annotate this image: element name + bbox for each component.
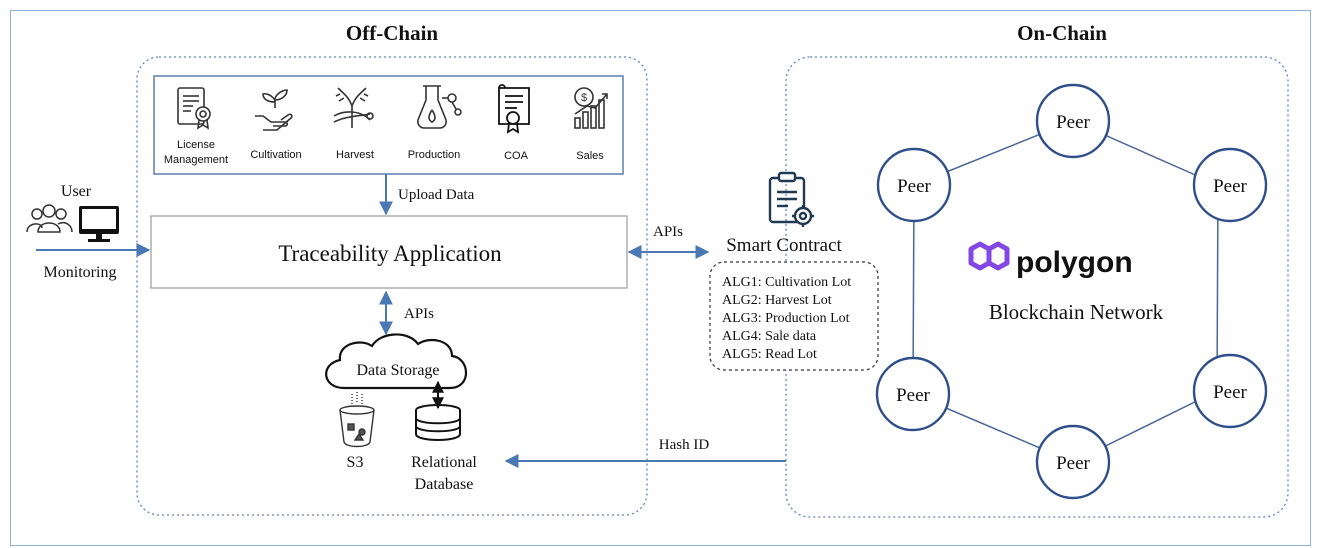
- cloud-icon: [325, 333, 467, 390]
- network-title: Blockchain Network: [989, 300, 1164, 324]
- algorithm-item: ALG5: Read Lot: [722, 347, 817, 362]
- algorithm-item: ALG4: Sale data: [722, 329, 817, 344]
- peer-label: Peer: [1056, 453, 1090, 474]
- peer-node: Peer: [875, 356, 951, 432]
- monitoring-label: Monitoring: [44, 264, 117, 281]
- algorithm-item: ALG3: Production Lot: [722, 311, 850, 326]
- monitor-icon: [79, 206, 119, 242]
- module-label: Management: [164, 154, 228, 166]
- sales-icon: $: [574, 87, 608, 129]
- peer-label: Peer: [896, 385, 930, 406]
- off-chain-heading: Off-Chain: [346, 21, 438, 45]
- db-label: Relational: [411, 454, 477, 471]
- off-chain-container: [136, 56, 648, 516]
- s3-label: S3: [347, 454, 364, 471]
- license-icon: [177, 87, 211, 130]
- s3-bucket-icon: [339, 392, 375, 448]
- peer-node: Peer: [1192, 353, 1268, 429]
- db-label: Database: [415, 476, 474, 493]
- peer-label: Peer: [1213, 176, 1247, 197]
- harvest-icon: [333, 87, 374, 128]
- peer-label: Peer: [1056, 112, 1090, 133]
- peer-node: Peer: [876, 147, 952, 223]
- module-label: Production: [408, 149, 461, 161]
- cultivation-icon: [255, 89, 293, 131]
- peer-node: Peer: [1035, 424, 1111, 500]
- hash-id-label: Hash ID: [659, 437, 710, 453]
- app-title: Traceability Application: [278, 241, 502, 266]
- module-label: COA: [504, 150, 529, 162]
- smart-contract-icon: [768, 171, 814, 227]
- algorithms-box: [709, 261, 879, 371]
- upload-label: Upload Data: [398, 187, 475, 203]
- apis-storage-label: APIs: [404, 306, 434, 322]
- polygon-logo-icon: [968, 241, 1010, 271]
- storage-title: Data Storage: [356, 362, 439, 379]
- module-label: Sales: [576, 150, 604, 162]
- module-label: Harvest: [336, 149, 374, 161]
- algorithm-item: ALG2: Harvest Lot: [722, 293, 832, 308]
- modules-box: [153, 75, 624, 175]
- peer-node: Peer: [1192, 147, 1268, 223]
- users-icon: [26, 204, 73, 233]
- traceability-app-box: [150, 215, 628, 289]
- module-label: Cultivation: [250, 149, 301, 161]
- module-label: License: [177, 139, 215, 151]
- network-edges: [912, 120, 1219, 463]
- database-icon: [415, 404, 461, 441]
- apis-contract-label: APIs: [653, 224, 683, 240]
- on-chain-heading: On-Chain: [1017, 21, 1107, 45]
- production-icon: [417, 85, 462, 129]
- user-label: User: [61, 183, 92, 200]
- peer-node: Peer: [1035, 83, 1111, 159]
- algorithm-item: ALG1: Cultivation Lot: [722, 275, 851, 290]
- coa-icon: [498, 84, 530, 134]
- diagram-frame: [10, 10, 1311, 546]
- peer-label: Peer: [1213, 382, 1247, 403]
- on-chain-container: [785, 56, 1289, 518]
- svg-text:$: $: [581, 92, 587, 104]
- peer-label: Peer: [897, 176, 931, 197]
- contract-title: Smart Contract: [726, 235, 842, 256]
- polygon-wordmark: polygon: [1016, 246, 1133, 279]
